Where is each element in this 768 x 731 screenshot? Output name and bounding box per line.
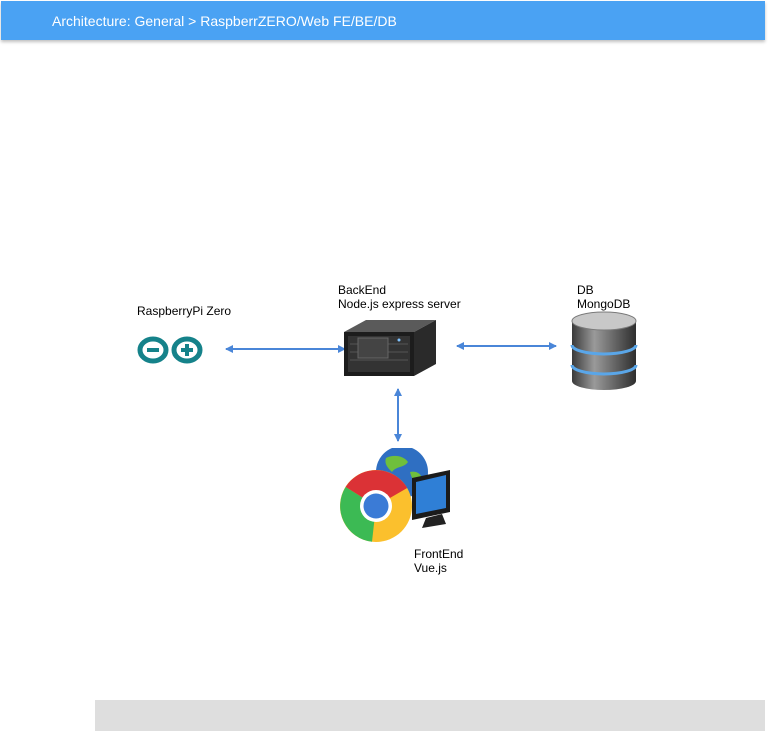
backend-label-line2: Node.js express server [338, 297, 461, 311]
db-label: DB MongoDB [577, 283, 630, 311]
chrome-browser-icon[interactable] [338, 448, 454, 544]
db-label-line2: MongoDB [577, 297, 631, 311]
raspberry-label: RaspberryPi Zero [137, 304, 232, 318]
backend-label: BackEnd Node.js express server [338, 283, 461, 311]
page-title: Architecture: General > RaspberrZERO/Web… [52, 13, 397, 29]
backend-label-line1: BackEnd [338, 283, 387, 297]
server-icon[interactable] [344, 320, 436, 378]
frontend-label-line1: FrontEnd [414, 547, 464, 561]
frontend-label-line2: Vue.js [414, 561, 447, 575]
footer-bar [95, 700, 765, 731]
arduino-icon[interactable] [136, 334, 204, 366]
page-header: Architecture: General > RaspberrZERO/Web… [1, 1, 765, 40]
database-icon[interactable] [570, 311, 638, 391]
db-label-line1: DB [577, 283, 594, 297]
frontend-label: FrontEnd Vue.js [414, 547, 463, 575]
